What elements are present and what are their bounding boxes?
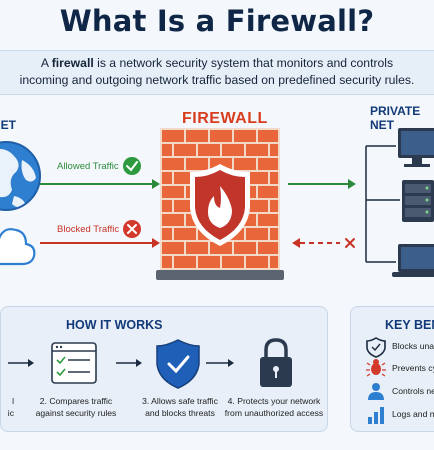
benefit-item: Logs and m xyxy=(392,409,434,419)
globe-icon xyxy=(0,141,41,211)
blocked-return-arrow xyxy=(292,238,355,248)
step-3-text: 3. Allows safe traffic and blocks threat… xyxy=(142,396,218,418)
blocked-arrow xyxy=(40,238,160,248)
shield-outline-icon xyxy=(366,337,386,358)
benefit-item: Controls ne xyxy=(392,386,434,396)
firewall-label: FIREWALL xyxy=(182,110,268,127)
internet-label: NET xyxy=(0,118,16,132)
bottom-graphics xyxy=(8,337,386,424)
bar-chart-icon xyxy=(368,407,384,424)
how-it-works-title: HOW IT WORKS xyxy=(66,318,163,332)
key-benefits-panel xyxy=(350,306,434,432)
server-icon xyxy=(402,180,434,222)
private-network-label: PRIVATE NET xyxy=(370,104,421,132)
intro-line-2: incoming and outgoing network traffic ba… xyxy=(19,73,415,87)
page-title: What Is a Firewall? xyxy=(59,4,375,38)
allowed-arrow xyxy=(40,179,160,189)
checklist-window-icon xyxy=(51,342,97,384)
key-benefits-title: KEY BENE xyxy=(385,318,434,332)
intro-rest: is a network security system that monito… xyxy=(93,56,394,70)
intro-line-1: A firewall is a network security system … xyxy=(0,56,434,70)
bug-icon xyxy=(366,359,386,377)
outgoing-allowed-arrow xyxy=(288,179,356,189)
diagram-graphics xyxy=(0,128,434,280)
laptop-icon xyxy=(392,244,434,277)
benefit-item: Blocks una xyxy=(392,341,434,351)
shield-flame-icon xyxy=(190,164,250,246)
check-icon xyxy=(123,157,141,175)
intro-prefix: A xyxy=(40,56,52,70)
padlock-icon xyxy=(260,338,292,387)
step-arrow xyxy=(8,359,34,367)
user-icon xyxy=(368,383,384,400)
network-tree-lines xyxy=(365,145,400,263)
step-1-text: l ic xyxy=(7,396,14,418)
step-arrow xyxy=(206,359,234,367)
intro-bold-term: firewall xyxy=(51,56,94,70)
monitor-icon xyxy=(398,128,434,167)
step-2-text: 2. Compares traffic against security rul… xyxy=(35,396,117,418)
benefit-item: Prevents cy xyxy=(392,363,434,373)
intro-box xyxy=(0,50,434,95)
allowed-traffic-label: Allowed Traffic xyxy=(57,161,119,172)
x-icon xyxy=(123,220,141,238)
step-4-text: 4. Protects your network from unauthoriz… xyxy=(224,396,324,418)
shield-check-icon xyxy=(156,339,200,389)
step-arrow xyxy=(116,359,142,367)
blocked-traffic-label: Blocked Traffic xyxy=(57,224,120,235)
cloud-icon xyxy=(0,228,36,266)
